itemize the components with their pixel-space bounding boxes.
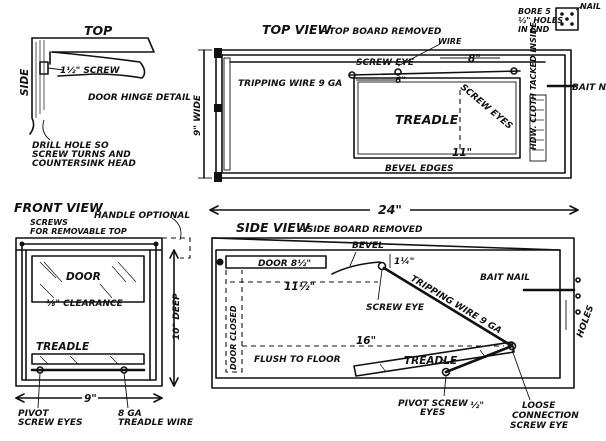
front-pivot-line-2: SCREW EYES [18, 418, 83, 428]
front-clearance-label: ⅛" CLEARANCE [46, 299, 124, 309]
top-dim-8: 8" [468, 53, 481, 65]
top-screw-eye-label: SCREW EYE [356, 58, 415, 68]
top-wire-label: WIRE [438, 37, 462, 46]
front-handle-label: HANDLE OPTIONAL [94, 211, 190, 221]
side-treadle-label: TREADLE [404, 355, 458, 367]
side-loose-line-2: CONNECTION [512, 411, 579, 421]
front-wire-line-1: 8 GA [118, 409, 142, 419]
detail-side-label: SIDE [19, 68, 31, 96]
bore-note: NAIL BORE 5 ½" HOLES IN END [518, 2, 601, 34]
top-hardware-cloth-label: HDW. CLOTH TACKED INSIDE [529, 21, 538, 150]
top-view-subtitle: - TOP BOARD REMOVED [322, 27, 442, 37]
side-door-label: DOOR 8½" [258, 259, 311, 269]
side-view-title: SIDE VIEW [236, 220, 311, 235]
side-door-closed-label: DOOR CLOSED [229, 305, 238, 370]
bore-line-3: IN END [518, 25, 550, 34]
front-depth-label: 10" DEEP [172, 293, 182, 340]
top-view-title: TOP VIEW [262, 22, 333, 37]
side-loose-line-3: SCREW EYE [510, 421, 569, 431]
top-view: TOP VIEW - TOP BOARD REMOVED WIRE SCREW … [193, 21, 606, 182]
side-view-subtitle: - SIDE BOARD REMOVED [300, 225, 423, 235]
bore-line-2: ½" HOLES [518, 16, 563, 25]
top-dim-11: 11" [452, 147, 472, 159]
hinge-detail: TOP SIDE 1½" SCREW DOOR HINGE DETAIL DRI… [19, 23, 191, 169]
detail-hinge-label: DOOR HINGE DETAIL [88, 93, 191, 103]
top-dim-6: 6" [395, 76, 406, 86]
side-dim-1-1-4: 1¼" [394, 256, 414, 267]
side-bevel-label: BEVEL [352, 241, 384, 251]
front-door-label: DOOR [66, 271, 101, 283]
top-bevel-edges-label: BEVEL EDGES [385, 164, 454, 174]
top-width-label: 9" WIDE [193, 94, 203, 136]
side-loose-line-1: LOOSE [522, 401, 556, 411]
side-pivot-line-2: EYES [420, 408, 445, 418]
front-screws-line-2: FOR REMOVABLE TOP [30, 227, 127, 236]
top-screw-eyes-label: SCREW EYES [458, 83, 514, 132]
side-dim-half: ½" [470, 401, 484, 411]
side-view: SIDE VIEW - SIDE BOARD REMOVED DOOR 8½" … [211, 220, 596, 431]
front-view-title: FRONT VIEW [14, 200, 104, 215]
bore-nail-label: NAIL [580, 2, 601, 11]
front-view: FRONT VIEW HANDLE OPTIONAL SCREWS FOR RE… [14, 200, 194, 428]
side-bait-nail-label: BAIT NAIL [480, 273, 530, 283]
front-wire-line-2: TREADLE WIRE [118, 418, 194, 428]
detail-note-line-3: COUNTERSINK HEAD [32, 159, 136, 169]
length-dimension: 24" [209, 200, 579, 217]
front-treadle-label: TREADLE [36, 341, 90, 353]
detail-note-line-2: SCREW TURNS AND [32, 150, 131, 160]
overall-length-label: 24" [378, 202, 402, 217]
front-width-label: 9" [84, 393, 97, 405]
detail-screw-label: 1½" SCREW [60, 66, 121, 76]
front-screws-line-1: SCREWS [30, 218, 68, 227]
bore-line-1: BORE 5 [518, 7, 551, 16]
detail-note-line-1: DRILL HOLE SO [32, 141, 109, 151]
front-pivot-line-1: PIVOT [18, 409, 49, 419]
side-flush-label: FLUSH TO FLOOR [254, 355, 341, 365]
top-treadle-label: TREADLE [395, 112, 459, 127]
side-dim-16: 16" [356, 335, 376, 347]
side-screw-eye-label: SCREW EYE [366, 303, 425, 313]
side-dim-11-5: 11½" [284, 281, 315, 293]
detail-top-label: TOP [84, 23, 112, 38]
top-tripping-wire-label: TRIPPING WIRE 9 GA [238, 79, 342, 89]
side-pivot-line-1: PIVOT SCREW [398, 399, 469, 409]
top-bait-nail-label: BAIT NAIL [572, 83, 606, 93]
